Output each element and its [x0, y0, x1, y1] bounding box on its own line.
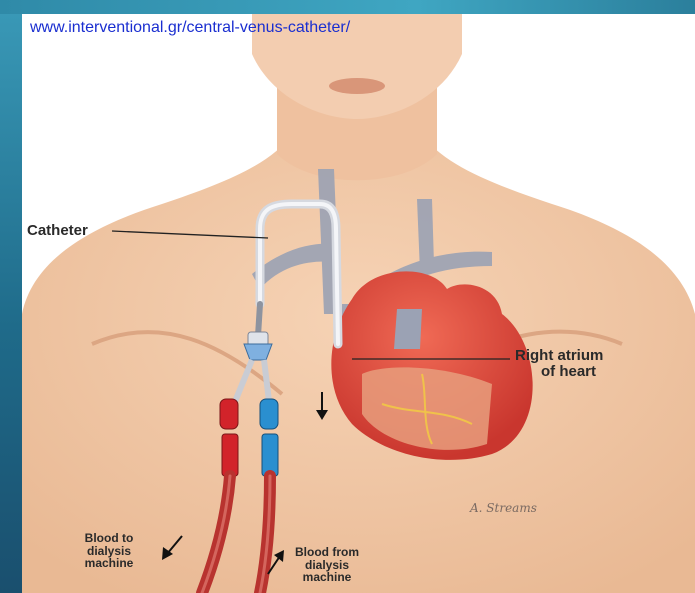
artist-signature: A. Streams [470, 501, 537, 515]
blood-to-label-line3: machine [74, 557, 144, 570]
blood-from-label: Blood from dialysis machine [287, 546, 367, 584]
right-atrium-label-line2: of heart [515, 364, 603, 380]
slide-frame-top [0, 0, 695, 14]
blood-to-label-line1: Blood to [74, 532, 144, 545]
right-atrium-label-line1: Right atrium [515, 348, 603, 364]
right-atrium-label: Right atrium of heart [515, 348, 603, 380]
blood-from-label-line1: Blood from [287, 546, 367, 559]
mouth [329, 78, 385, 94]
slide-canvas: www.interventional.gr/central-venus-cath… [22, 14, 695, 593]
catheter-label: Catheter [27, 223, 88, 239]
catheter-illustration [22, 14, 695, 593]
slide-frame-left [0, 0, 22, 593]
blood-to-label: Blood to dialysis machine [74, 532, 144, 570]
blood-from-label-line3: machine [287, 571, 367, 584]
source-url-link[interactable]: www.interventional.gr/central-venus-cath… [30, 19, 350, 37]
